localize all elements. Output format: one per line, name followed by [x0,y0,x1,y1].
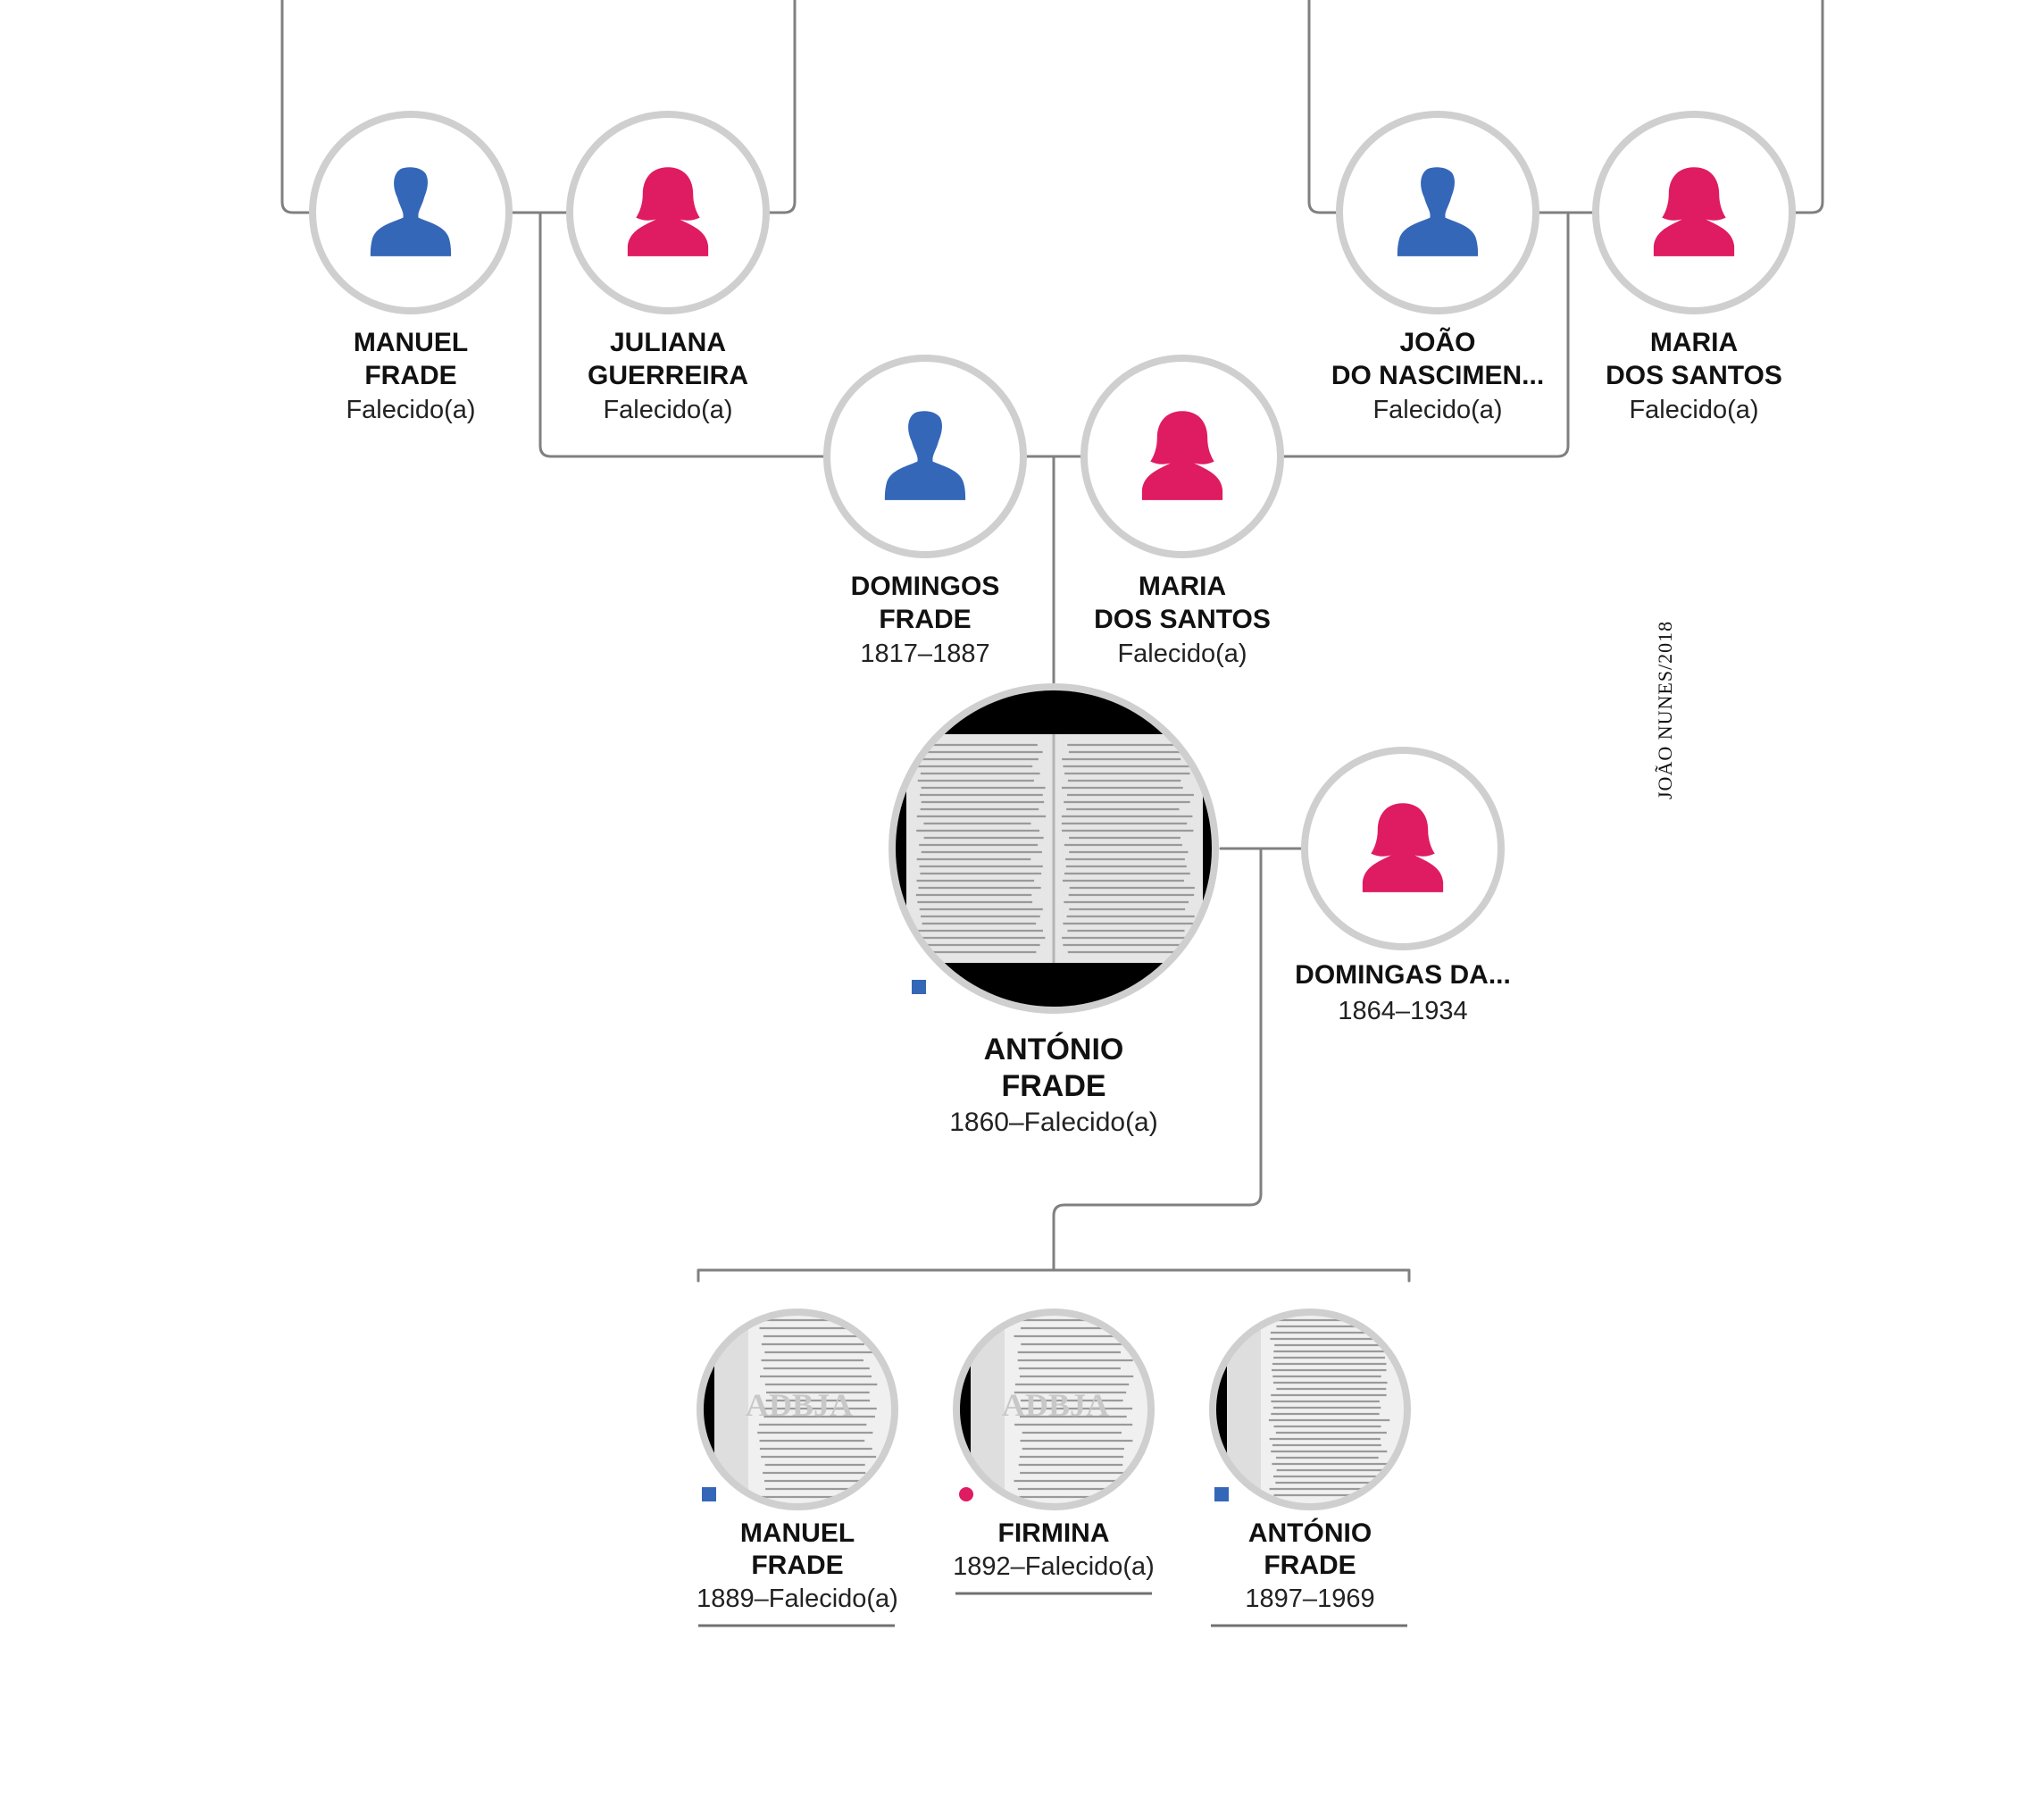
person-dates: Falecido(a) [346,396,475,424]
person-first-name: FIRMINA [998,1518,1110,1548]
person-last-name: FRADE [364,361,456,390]
archive-stamp: ADBJA [746,1387,853,1423]
person-last-name: FRADE [1264,1551,1356,1580]
person-dates: Falecido(a) [1117,640,1247,668]
person-first-name: MARIA [1650,328,1738,357]
person-dates: 1889–Falecido(a) [697,1585,898,1613]
person-last-name: FRADE [1001,1069,1105,1103]
person-child-3[interactable]: ANTÓNIO FRADE 1897–1969 [1209,1309,1414,1627]
archive-stamp: ADBJA [1002,1387,1109,1423]
person-child-1[interactable]: ADBJA MANUEL FRADE 1889–Falecido(a) [697,1309,902,1627]
person-dates: 1892–Falecido(a) [953,1552,1155,1581]
person-first-name: ANTÓNIO [1248,1518,1372,1548]
male-marker-icon [702,1487,716,1501]
document-photo: ADBJA [700,1312,895,1507]
person-ggm-paternal[interactable]: JULIANA GUERREIRA Falecido(a) [566,111,770,424]
person-first-name: MANUEL [354,328,468,357]
avatar-frame [697,1309,898,1510]
person-last-name: GUERREIRA [588,361,748,390]
person-mother[interactable]: MARIA DOS SANTOS Falecido(a) [1080,355,1284,668]
person-first-name: MANUEL [740,1518,855,1548]
person-dates: 1864–1934 [1338,997,1467,1025]
person-last-name: FRADE [751,1551,843,1580]
person-dates: Falecido(a) [1629,396,1758,424]
person-ggm-maternal[interactable]: MARIA DOS SANTOS Falecido(a) [1592,111,1796,424]
person-name: DOMINGAS DA... [1295,960,1511,990]
photo-credit: JOÃO NUNES/2018 [1654,621,1676,799]
male-marker-icon [1214,1487,1229,1501]
person-ggf-maternal[interactable]: JOÃO DO NASCIMEN... Falecido(a) [1331,111,1544,424]
person-last-name: DOS SANTOS [1606,361,1782,390]
female-marker-icon [959,1487,973,1501]
person-first-name: JOÃO [1399,327,1475,357]
person-first-name: JULIANA [610,328,726,357]
person-subject[interactable]: ANTÓNIO FRADE 1860–Falecido(a) [889,683,1219,1137]
person-dates: Falecido(a) [603,396,732,424]
male-marker-icon [912,980,926,994]
document-photo: ADBJA [956,1312,1151,1507]
person-spouse[interactable]: DOMINGAS DA... 1864–1934 [1295,747,1511,1025]
person-dates: 1897–1969 [1245,1585,1374,1613]
person-first-name: MARIA [1139,572,1226,601]
person-dates: Falecido(a) [1372,396,1502,424]
person-father[interactable]: DOMINGOS FRADE 1817–1887 [823,355,1027,668]
avatar-frame [1209,1309,1411,1510]
person-dates: 1860–Falecido(a) [949,1108,1157,1137]
avatar-frame [953,1309,1155,1510]
person-last-name: DOS SANTOS [1094,605,1271,634]
person-last-name: FRADE [879,605,971,634]
connector-lines [280,0,1824,1283]
person-ggf-paternal[interactable]: MANUEL FRADE Falecido(a) [309,111,513,424]
person-first-name: DOMINGOS [851,572,1000,601]
document-photo [892,687,1215,1010]
person-dates: 1817–1887 [860,640,989,668]
document-photo [1213,1312,1407,1507]
person-first-name: ANTÓNIO [984,1033,1124,1066]
person-last-name: DO NASCIMEN... [1331,361,1544,390]
avatar-frame [889,683,1219,1014]
person-child-2[interactable]: ADBJA FIRMINA 1892–Falecido(a) [953,1309,1158,1595]
